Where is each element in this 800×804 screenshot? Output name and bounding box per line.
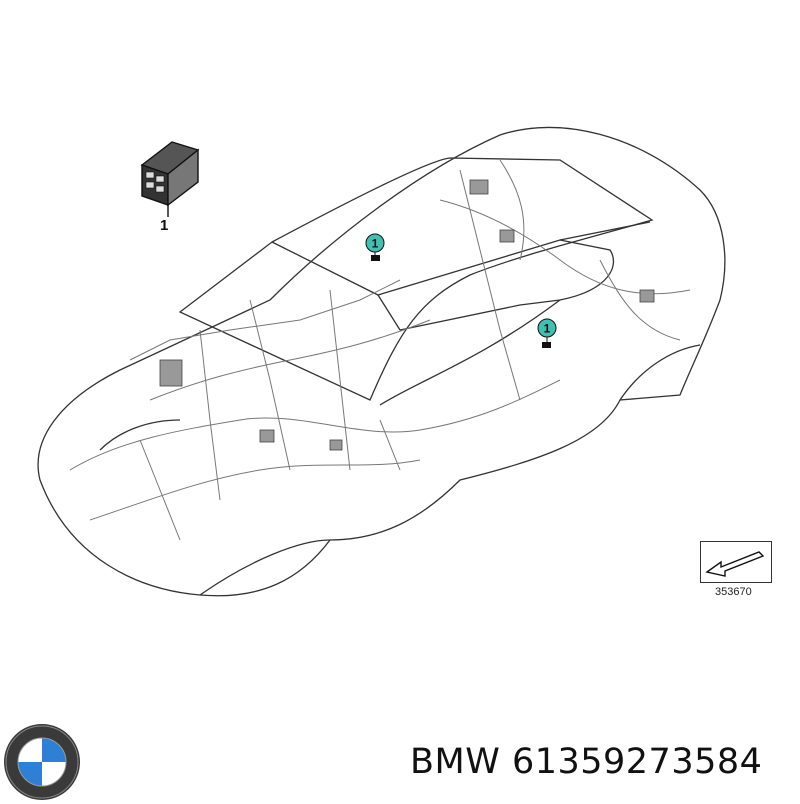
bmw-logo-icon xyxy=(4,724,80,800)
callout-label-rear: 1 xyxy=(544,322,551,336)
callout-label-front: 1 xyxy=(372,237,379,251)
harness-components xyxy=(159,179,655,451)
reference-arrow-box xyxy=(700,541,772,583)
diagram-reference-code: 353670 xyxy=(715,586,752,598)
arrow-icon xyxy=(705,551,765,577)
callout-marker-rear: 1 xyxy=(537,318,557,348)
control-unit-module xyxy=(140,141,200,217)
product-caption: BMW 61359273584 xyxy=(410,742,763,782)
part-number-label: 1 xyxy=(160,217,169,234)
car-body-outline xyxy=(37,126,726,597)
callout-marker-front: 1 xyxy=(365,233,385,261)
